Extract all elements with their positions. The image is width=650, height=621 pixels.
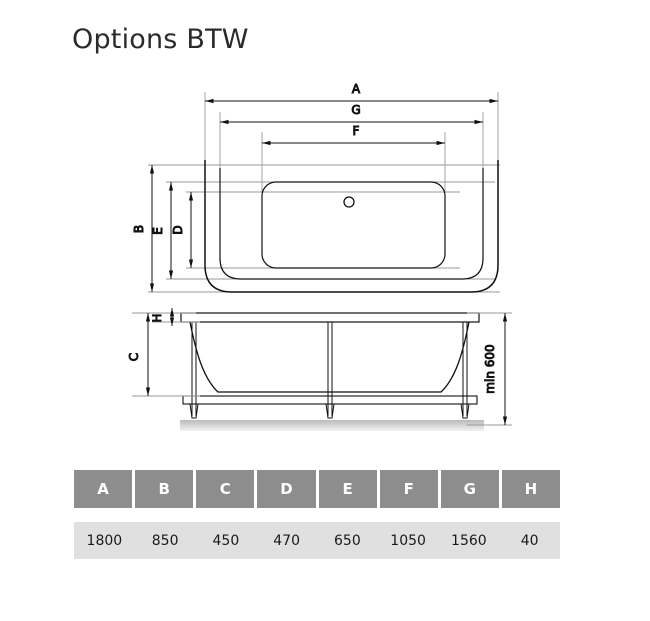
table-value-cell-b: 850 — [151, 532, 179, 549]
table-value-cell-c: 450 — [212, 532, 240, 549]
table-header-cell-e: E — [318, 470, 377, 508]
bath-basin-outline — [261, 181, 446, 269]
table-header-cell-b: B — [135, 470, 194, 508]
dimension-label-F: F — [353, 124, 360, 138]
dimension-label-G: G — [351, 103, 360, 117]
support-feet — [189, 403, 470, 419]
table-header-row: A B C D E F G H — [74, 470, 560, 508]
plan-view-geometry: A G F B — [132, 82, 500, 293]
table-header-cell-d: D — [257, 470, 316, 508]
bath-rim-slab — [180, 312, 480, 323]
table-header-cell-f: F — [379, 470, 438, 508]
dimension-label-D: D — [171, 225, 185, 234]
table-value-cell-f: 1050 — [390, 532, 426, 549]
technical-drawing: A G F B — [127, 82, 512, 431]
table-value-row: 1800 850 450 470 650 1050 1560 40 — [74, 522, 560, 559]
support-rail — [182, 395, 478, 405]
table-value-cell-e: 650 — [334, 532, 361, 549]
front-elevation-geometry: C H min 600 — [127, 308, 512, 431]
bath-rim-outline — [219, 168, 484, 280]
bath-body-profile — [189, 321, 470, 393]
table-value-cell-a: 1800 — [86, 532, 123, 549]
dimension-label-C: C — [127, 353, 141, 361]
dimension-label-E: E — [151, 227, 165, 235]
dimension-label-A: A — [352, 82, 361, 96]
circle-outlet-icon — [343, 196, 355, 208]
table-header-cell-h: H — [501, 470, 560, 508]
page-title: Options BTW — [72, 24, 249, 55]
floor-band — [180, 420, 484, 431]
table-header-cell-g: G — [440, 470, 499, 508]
table-header-cell-a: A — [74, 470, 133, 508]
table-value-cell-h: 40 — [520, 532, 539, 549]
dimension-spec-table: A B C D E F G H 1800 850 450 470 650 105… — [74, 470, 560, 559]
table-value-cell-g: 1560 — [451, 532, 487, 549]
clearance-note: min 600 — [483, 344, 497, 393]
bath-outer-outline — [204, 160, 499, 293]
table-value-cell-d: 470 — [273, 532, 300, 549]
table-header-cell-c: C — [196, 470, 255, 508]
dimension-label-B: B — [132, 225, 146, 233]
dimension-label-H: H — [150, 314, 164, 323]
